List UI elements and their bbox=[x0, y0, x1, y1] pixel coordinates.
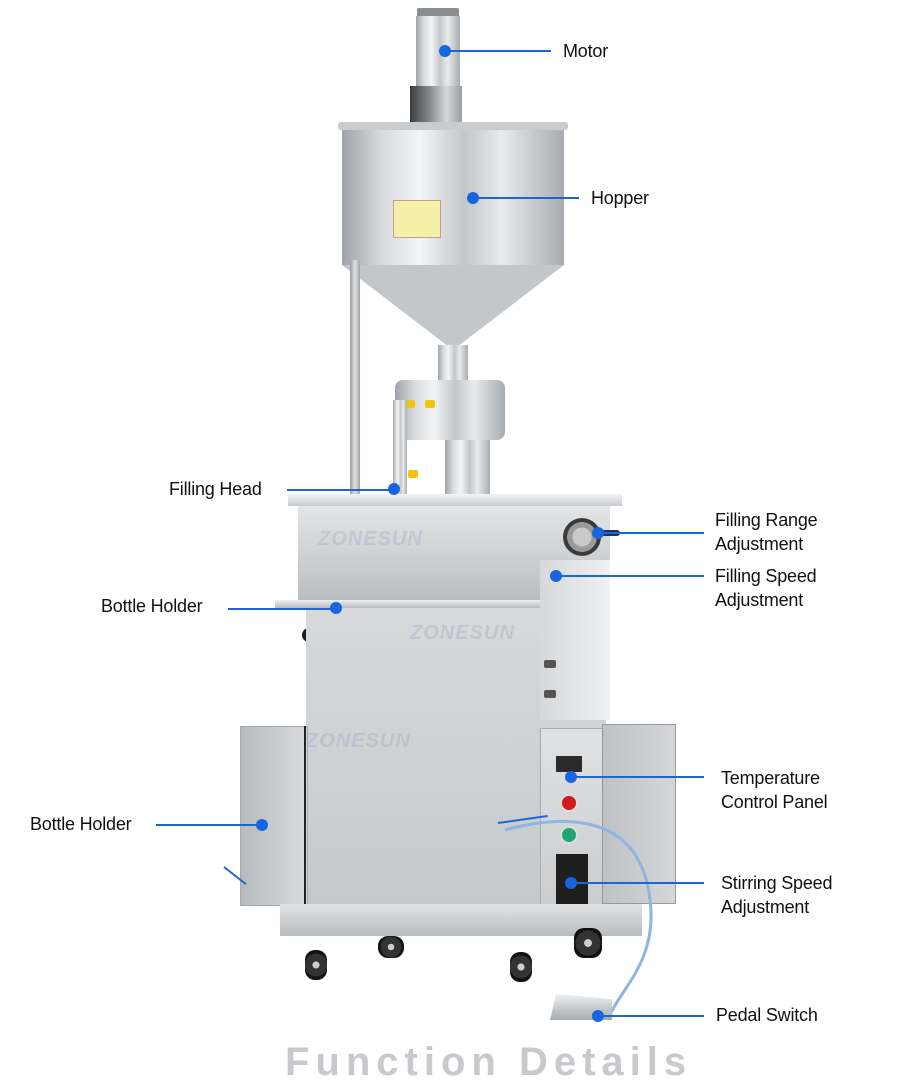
temperature-marker bbox=[565, 771, 577, 783]
label-pedal-switch: Pedal Switch bbox=[716, 1005, 818, 1025]
label-stirring-speed-line2: Adjustment bbox=[721, 897, 810, 917]
filling-speed-leader bbox=[556, 575, 704, 577]
label-filling-speed-line2: Adjustment bbox=[715, 590, 804, 610]
watermark-1: ZONESUN bbox=[318, 528, 423, 550]
electrical-box bbox=[602, 724, 676, 904]
box-divider bbox=[304, 726, 306, 904]
filling-range-marker bbox=[592, 527, 604, 539]
stirring-speed-leader bbox=[571, 882, 704, 884]
warning-sticker bbox=[393, 200, 441, 238]
valve-yellow-2 bbox=[425, 400, 435, 408]
hopper-rim bbox=[338, 122, 568, 130]
hopper-cone bbox=[342, 265, 564, 350]
bottle-holder-upper-leader bbox=[228, 608, 336, 610]
hopper-leader bbox=[474, 197, 579, 199]
red-stop-button bbox=[562, 796, 576, 810]
bottle-holder-tray bbox=[275, 600, 543, 608]
label-temperature-line1: Temperature bbox=[721, 768, 820, 788]
label-temperature: Temperature Control Panel bbox=[721, 766, 828, 814]
lower-bottle-holder-box bbox=[240, 726, 308, 906]
speed-knob-2 bbox=[544, 690, 556, 698]
bottle-holder-upper-marker bbox=[330, 602, 342, 614]
bottle-holder-lower-leader bbox=[156, 824, 262, 826]
pump-cylinder bbox=[445, 440, 490, 495]
hopper-marker bbox=[467, 192, 479, 204]
green-start-button bbox=[562, 828, 576, 842]
label-filling-speed: Filling Speed Adjustment bbox=[715, 564, 817, 612]
label-bottle-holder-lower: Bottle Holder bbox=[30, 814, 132, 834]
watermark-2: ZONESUN bbox=[410, 622, 515, 644]
temperature-leader bbox=[571, 776, 704, 778]
filling-head-leader bbox=[287, 489, 393, 491]
support-pole bbox=[350, 260, 360, 495]
filling-range-leader bbox=[598, 532, 704, 534]
hopper-outlet bbox=[438, 345, 468, 385]
label-bottle-holder-upper: Bottle Holder bbox=[101, 596, 203, 616]
label-filling-range-line1: Filling Range bbox=[715, 510, 818, 530]
valve-yellow-1 bbox=[405, 400, 415, 408]
label-stirring-speed: Stirring Speed Adjustment bbox=[721, 871, 832, 919]
filling-speed-marker bbox=[550, 570, 562, 582]
label-filling-speed-line1: Filling Speed bbox=[715, 566, 817, 586]
air-hose bbox=[504, 819, 653, 1016]
filling-head-marker bbox=[388, 483, 400, 495]
caster-wheel-2 bbox=[378, 936, 404, 958]
label-hopper: Hopper bbox=[591, 188, 649, 208]
label-filling-range-line2: Adjustment bbox=[715, 534, 804, 554]
watermark-3: ZONESUN bbox=[306, 730, 411, 752]
label-stirring-speed-line1: Stirring Speed bbox=[721, 873, 833, 893]
label-motor: Motor bbox=[563, 41, 609, 61]
motor-body bbox=[417, 8, 459, 18]
stirring-speed-marker bbox=[565, 877, 577, 889]
label-temperature-line2: Control Panel bbox=[721, 792, 828, 812]
bottle-holder-lower-marker bbox=[256, 819, 268, 831]
caster-wheel-1 bbox=[305, 950, 327, 980]
motor-marker bbox=[439, 45, 451, 57]
label-filling-head: Filling Head bbox=[169, 479, 262, 499]
hopper-drum bbox=[342, 125, 564, 265]
speed-knob-1 bbox=[544, 660, 556, 668]
pedal-switch-leader bbox=[598, 1015, 704, 1017]
caster-wheel-3 bbox=[510, 952, 532, 982]
top-plate bbox=[288, 494, 622, 506]
caster-wheel-4 bbox=[574, 928, 602, 958]
temp-display bbox=[556, 756, 582, 772]
motor-base bbox=[410, 86, 462, 126]
label-filling-range: Filling Range Adjustment bbox=[715, 508, 818, 556]
valve-body bbox=[395, 380, 505, 440]
motor-leader bbox=[445, 50, 551, 52]
valve-yellow-3 bbox=[408, 470, 418, 478]
footer-heading-partial: Function Details bbox=[285, 1040, 693, 1084]
pedal-switch-marker bbox=[592, 1010, 604, 1022]
